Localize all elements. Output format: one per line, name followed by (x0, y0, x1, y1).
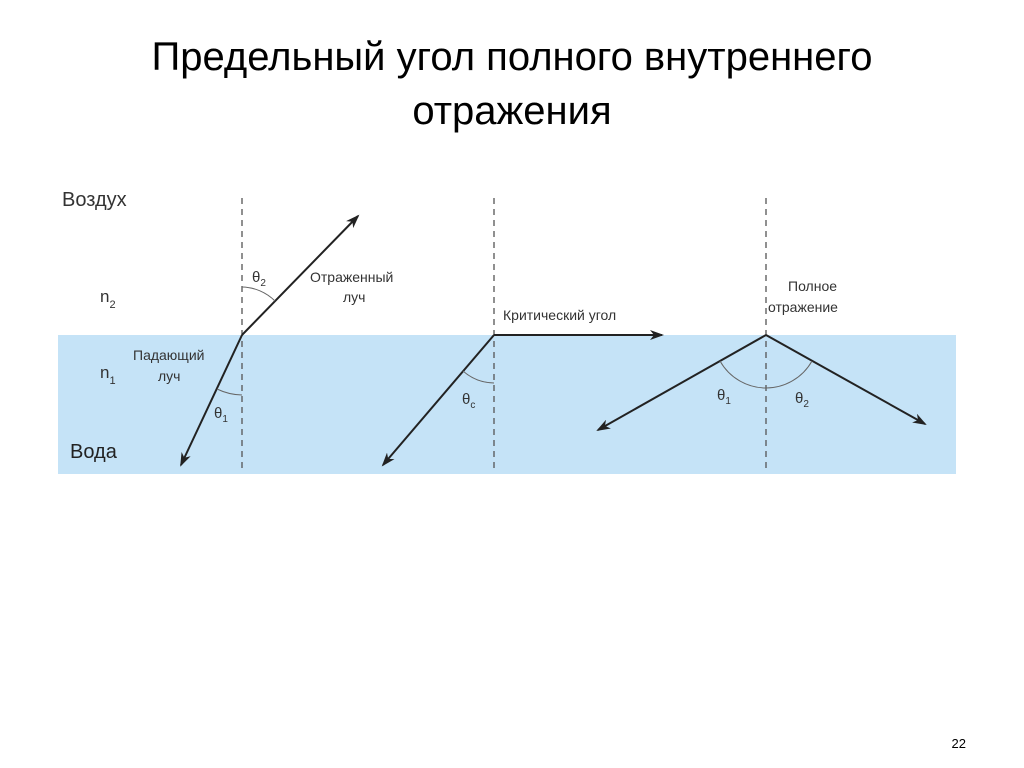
slide-title: Предельный угол полного внутреннего отра… (60, 30, 964, 138)
water-label: Вода (70, 441, 118, 463)
incident-ray-2 (381, 334, 495, 467)
total-reflection-label: Полное отражение (768, 278, 841, 315)
incident-label-p1: Падающий луч (133, 347, 208, 384)
theta2-label-p1: θ2 (252, 269, 266, 289)
angle-arc-theta1-p1 (216, 388, 243, 396)
theta2-label-p3: θ2 (795, 390, 809, 410)
angle-arc-theta2-p3 (765, 360, 813, 389)
angle-arc-theta2-p1 (241, 286, 276, 302)
title-line-1: Предельный угол полного внутреннего (151, 35, 873, 79)
thetac-label-p2: θc (462, 391, 475, 411)
title-line-2: отражения (412, 89, 612, 133)
n-water-label: n1 (100, 363, 116, 387)
critical-angle-label: Критический угол (503, 307, 616, 323)
reflected-ray-3 (765, 334, 927, 425)
page-number: 22 (951, 736, 966, 751)
theta1-label-p3: θ1 (717, 387, 731, 407)
angle-arc-theta1-p3 (719, 360, 767, 389)
n-air-label: n2 (100, 287, 116, 311)
incident-ray-1 (180, 334, 243, 467)
angle-arc-thetac-p2 (462, 370, 495, 384)
theta1-label-p1: θ1 (214, 405, 228, 425)
air-label: Воздух (62, 189, 127, 211)
incident-ray-3 (596, 334, 767, 431)
refracted-ray-1 (241, 214, 360, 336)
refracted-label-p1: Отраженный луч (310, 269, 397, 305)
